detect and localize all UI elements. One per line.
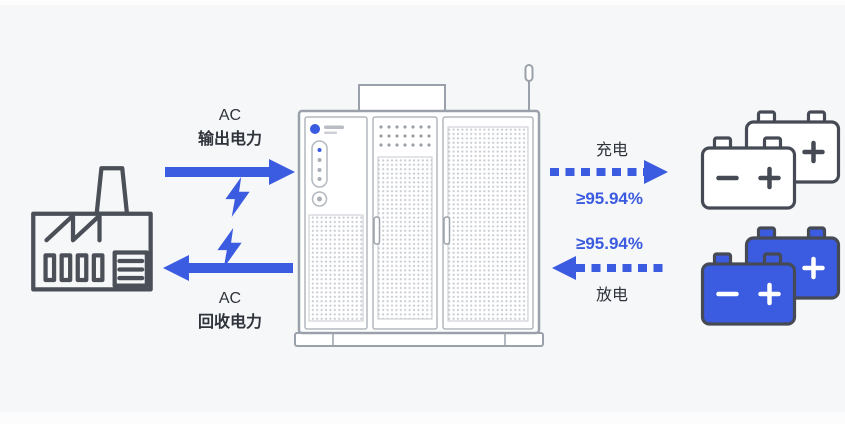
discharge-label: 放电 — [595, 287, 628, 304]
bottom-edge-band — [0, 412, 845, 424]
charge-arrow — [550, 160, 668, 184]
discharge-efficiency-value: ≥95.94% — [576, 234, 643, 253]
door-handle-right — [443, 216, 451, 245]
lightning-up-icon — [225, 177, 250, 217]
ac-recovery-subtitle: 回收电力 — [197, 314, 262, 331]
ac-recovery-arrow — [163, 255, 293, 281]
charge-efficiency-value: ≥95.94% — [576, 189, 643, 208]
battery-test-cabinet-illustration — [294, 64, 544, 347]
discharge-arrow — [552, 256, 668, 280]
antenna-icon — [524, 64, 534, 111]
status-indicator-strip — [311, 140, 328, 188]
ac-output-subtitle: 输出电力 — [197, 131, 262, 148]
vent-mesh-left — [308, 214, 364, 322]
cabinet-top-box — [358, 84, 446, 114]
vent-mesh-right — [447, 126, 529, 322]
ac-recovery-title: AC — [218, 290, 242, 307]
led-dot-grid — [379, 125, 431, 147]
charge-label: 充电 — [595, 142, 628, 159]
ac-output-arrow — [165, 159, 295, 185]
cabinet-base — [294, 332, 544, 347]
ac-output-title: AC — [218, 107, 242, 124]
battery-front — [700, 252, 797, 326]
lightning-down-icon — [217, 228, 242, 268]
battery-pack-outline-icon — [700, 110, 841, 210]
factory-icon — [31, 166, 153, 292]
panel-button — [311, 191, 328, 207]
battery-front — [700, 136, 797, 210]
door-handle-middle — [373, 216, 381, 245]
battery-pack-filled-icon — [700, 226, 841, 326]
top-edge-band — [0, 0, 845, 5]
vent-mesh-middle — [377, 156, 433, 320]
brand-logo — [310, 124, 344, 134]
